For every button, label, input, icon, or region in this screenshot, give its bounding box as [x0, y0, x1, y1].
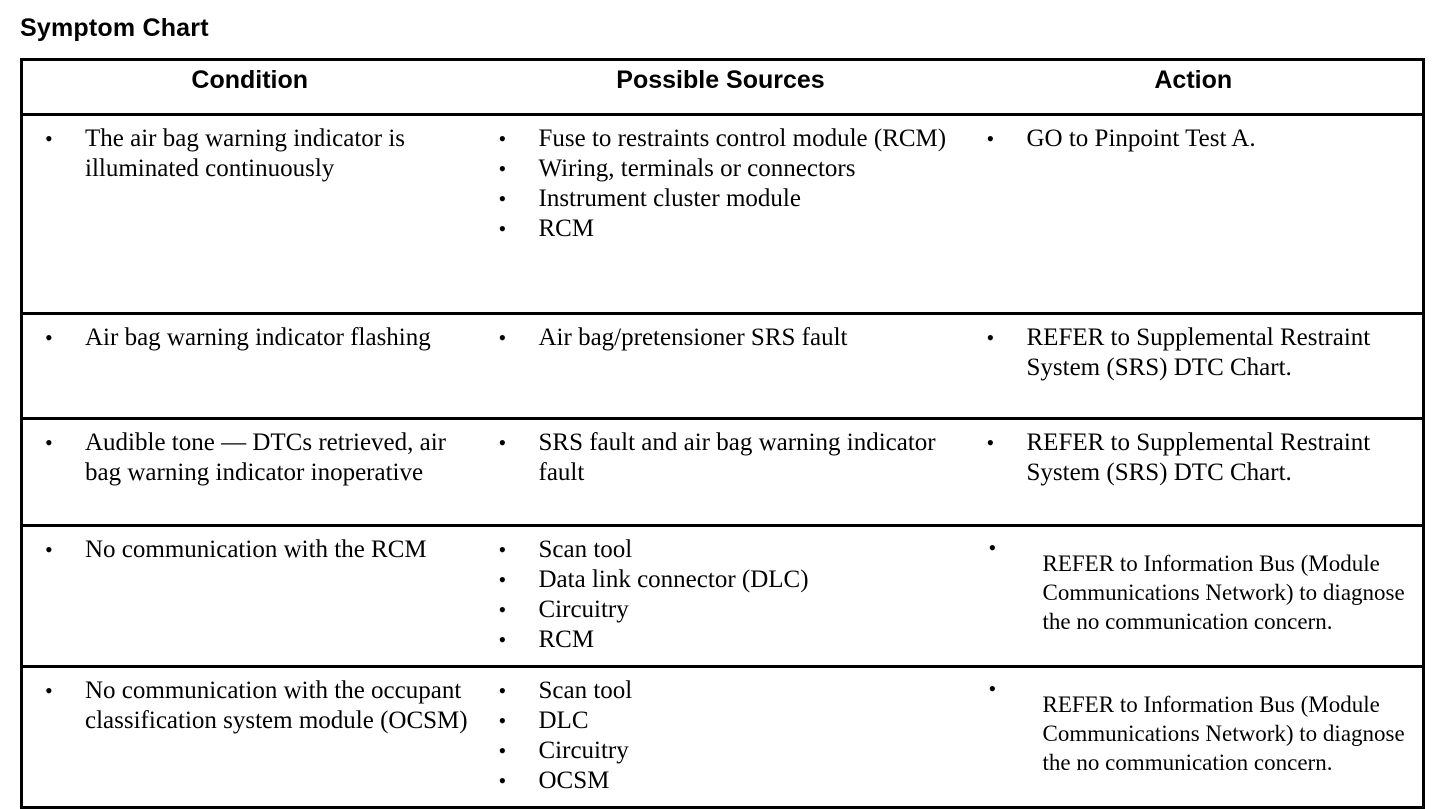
cell-condition: Audible tone — DTCs retrieved, air bag w… — [21, 417, 477, 526]
list-item: SRS fault and air bag warning indicator … — [483, 428, 959, 488]
list-item: No communication with the RCM — [29, 535, 471, 565]
column-header-possible-sources: Possible Sources — [476, 59, 965, 116]
list-item: Fuse to restraints control module (RCM) — [483, 124, 959, 154]
cell-possible-sources: Air bag/pretensioner SRS fault — [476, 312, 965, 419]
action-bullet-list: REFER to Information Bus (Module Communi… — [971, 674, 1417, 777]
cell-condition: Air bag warning indicator flashing — [21, 312, 477, 419]
cell-condition: No communication with the RCM — [21, 524, 477, 667]
cell-condition: No communication with the occupant class… — [21, 665, 477, 808]
list-item: Scan tool — [483, 676, 959, 706]
cell-action: REFER to Information Bus (Module Communi… — [964, 665, 1424, 808]
cell-action: REFER to Information Bus (Module Communi… — [964, 524, 1424, 667]
table-row: The air bag warning indicator is illumin… — [22, 115, 1424, 314]
list-item: RCM — [483, 214, 959, 244]
action-bullet-list: REFER to Information Bus (Module Communi… — [971, 533, 1417, 636]
cell-possible-sources: Fuse to restraints control module (RCM) … — [477, 115, 965, 314]
sources-bullet-list: Fuse to restraints control module (RCM) … — [483, 124, 959, 244]
list-item: DLC — [483, 706, 959, 736]
cell-action: GO to Pinpoint Test A. — [965, 115, 1424, 314]
condition-bullet-list: No communication with the RCM — [29, 535, 471, 565]
sources-bullet-list: SRS fault and air bag warning indicator … — [483, 428, 959, 488]
condition-bullet-list: Audible tone — DTCs retrieved, air bag w… — [29, 428, 471, 488]
action-bullet-list: REFER to Supplemental Restraint System (… — [971, 323, 1417, 383]
table-header-row: Condition Possible Sources Action — [21, 59, 1424, 116]
cell-possible-sources: Scan tool Data link connector (DLC) Circ… — [476, 524, 965, 667]
cell-possible-sources: SRS fault and air bag warning indicator … — [476, 417, 965, 526]
list-item: Wiring, terminals or connectors — [483, 154, 959, 184]
column-header-action: Action — [964, 59, 1424, 116]
list-item: REFER to Supplemental Restraint System (… — [971, 428, 1417, 488]
table-row: Air bag warning indicator flashing Air b… — [21, 312, 1424, 419]
list-item: The air bag warning indicator is illumin… — [29, 124, 471, 184]
symptom-chart-table: Condition Possible Sources Action The ai… — [20, 58, 1425, 809]
list-item: REFER to Information Bus (Module Communi… — [971, 674, 1417, 777]
list-item: Air bag warning indicator flashing — [29, 323, 471, 353]
action-bullet-list: REFER to Supplemental Restraint System (… — [971, 428, 1417, 488]
condition-bullet-list: No communication with the occupant class… — [29, 676, 471, 736]
list-item: OCSM — [483, 766, 959, 796]
list-item: Circuitry — [483, 736, 959, 766]
cell-action: REFER to Supplemental Restraint System (… — [964, 417, 1424, 526]
action-bullet-list: GO to Pinpoint Test A. — [971, 124, 1417, 154]
list-item: Data link connector (DLC) — [483, 565, 959, 595]
cell-condition: The air bag warning indicator is illumin… — [22, 115, 477, 314]
list-item: No communication with the occupant class… — [29, 676, 471, 736]
list-item: Scan tool — [483, 535, 959, 565]
condition-bullet-list: Air bag warning indicator flashing — [29, 323, 471, 353]
sources-bullet-list: Scan tool Data link connector (DLC) Circ… — [483, 535, 959, 655]
list-item: Audible tone — DTCs retrieved, air bag w… — [29, 428, 471, 488]
list-item: Air bag/pretensioner SRS fault — [483, 323, 959, 353]
table-row: No communication with the RCM Scan tool … — [21, 524, 1424, 667]
cell-possible-sources: Scan tool DLC Circuitry OCSM — [476, 665, 965, 808]
list-item: REFER to Supplemental Restraint System (… — [971, 323, 1417, 383]
table-row: No communication with the occupant class… — [21, 665, 1424, 808]
list-item: GO to Pinpoint Test A. — [971, 124, 1417, 154]
list-item: RCM — [483, 625, 959, 655]
cell-action: REFER to Supplemental Restraint System (… — [964, 312, 1424, 419]
list-item: Instrument cluster module — [483, 184, 959, 214]
symptom-chart-page: Symptom Chart Condition Possible Sources… — [0, 0, 1456, 780]
list-item: REFER to Information Bus (Module Communi… — [971, 533, 1417, 636]
table-row: Audible tone — DTCs retrieved, air bag w… — [21, 417, 1424, 526]
sources-bullet-list: Scan tool DLC Circuitry OCSM — [483, 676, 959, 796]
sources-bullet-list: Air bag/pretensioner SRS fault — [483, 323, 959, 353]
column-header-condition: Condition — [21, 59, 477, 116]
list-item: Circuitry — [483, 595, 959, 625]
page-title: Symptom Chart — [20, 14, 209, 42]
condition-bullet-list: The air bag warning indicator is illumin… — [29, 124, 471, 184]
